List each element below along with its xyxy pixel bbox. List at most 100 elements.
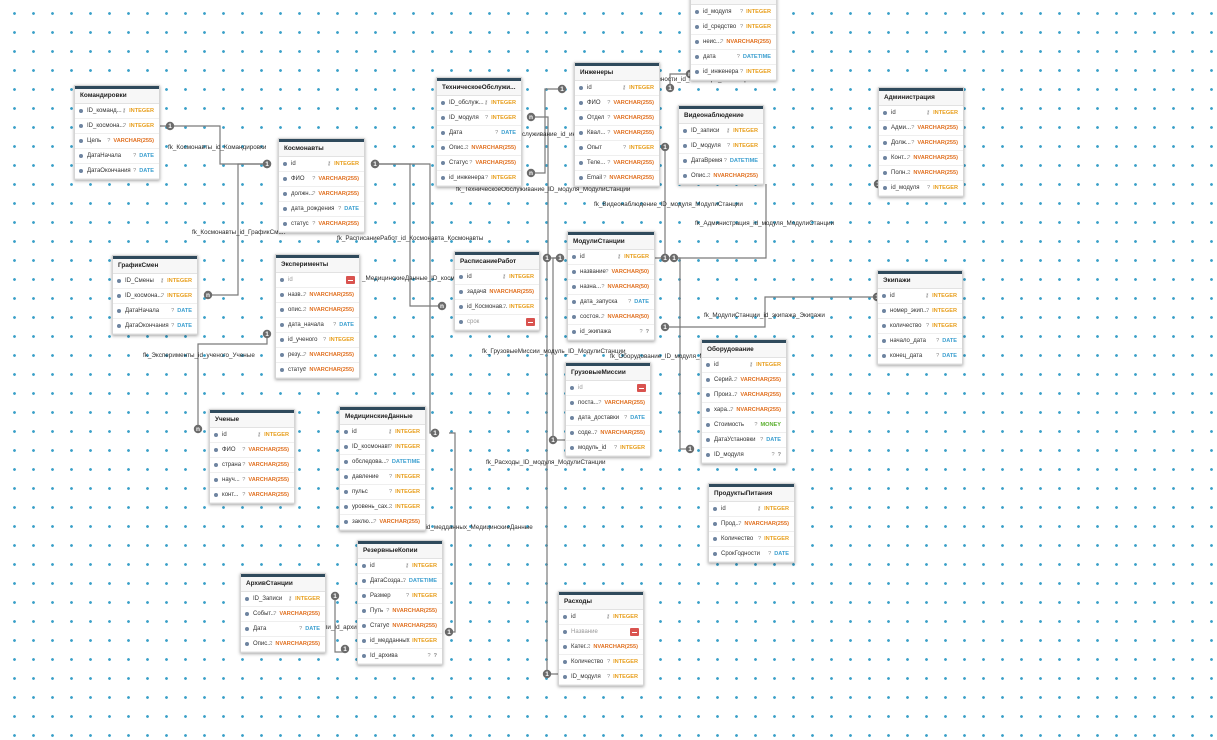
column-row[interactable]: давление?INTEGER (340, 470, 425, 485)
column-row[interactable]: резу...?NVARCHAR(255) (276, 348, 359, 363)
remove-column-icon[interactable] (637, 384, 646, 392)
table-title[interactable] (691, 0, 776, 5)
column-row[interactable]: ID_модуля?INTEGER (437, 111, 521, 126)
column-row[interactable]: Конт...?NVARCHAR(255) (879, 151, 963, 166)
column-row[interactable]: дата_запуска?DATE (568, 295, 654, 310)
column-row[interactable]: ДатаСозда...?DATETIME (358, 574, 442, 589)
table-title[interactable]: ГрузовыеМиссии (566, 363, 650, 381)
column-row[interactable]: Долж...?VARCHAR(255) (879, 136, 963, 151)
column-row[interactable]: id⚷INTEGER (559, 610, 643, 625)
column-row[interactable]: уровень_сах...?INTEGER (340, 500, 425, 515)
column-row[interactable]: id⚷INTEGER (702, 358, 786, 373)
relation-line[interactable] (208, 163, 267, 296)
column-row[interactable]: id_инженера?INTEGER (691, 65, 776, 80)
column-row[interactable]: Статус?VARCHAR(255) (437, 156, 521, 171)
table-title[interactable]: Видеонаблюдение (679, 106, 763, 124)
column-row[interactable]: ID_модуля?INTEGER (559, 670, 643, 685)
column-row[interactable]: статус?VARCHAR(255) (279, 217, 364, 232)
column-row[interactable]: Квал...?VARCHAR(255) (575, 126, 659, 141)
column-row[interactable]: Статус?NVARCHAR(255) (358, 619, 442, 634)
column-row[interactable]: ID_обслуж...⚷INTEGER (437, 96, 521, 111)
column-row[interactable]: начало_дата?DATE (878, 334, 962, 349)
column-row[interactable]: ДатаОкончания?DATE (75, 164, 159, 179)
column-row[interactable]: поста...?VARCHAR(255) (566, 396, 650, 411)
column-row[interactable]: соде...?NVARCHAR(255) (566, 426, 650, 441)
column-row[interactable]: ID_команд...⚷INTEGER (75, 104, 159, 119)
table-title[interactable]: МодулиСтанции (568, 232, 654, 250)
column-row[interactable]: назна...?NVARCHAR(50) (568, 280, 654, 295)
table-title[interactable]: РасписаниеРабот (455, 252, 539, 270)
column-row[interactable]: неис...?NVARCHAR(255) (691, 35, 776, 50)
column-row[interactable]: Цель?VARCHAR(255) (75, 134, 159, 149)
column-row[interactable]: Катег...?NVARCHAR(255) (559, 640, 643, 655)
relation-line[interactable] (449, 432, 456, 633)
column-row[interactable]: id (566, 381, 650, 396)
column-row[interactable]: ID_модуля?INTEGER (679, 139, 763, 154)
column-row[interactable]: обследова...?DATETIME (340, 455, 425, 470)
column-row[interactable]: id_модуля?INTEGER (691, 5, 776, 20)
column-row[interactable]: Теле...?VARCHAR(255) (575, 156, 659, 171)
column-row[interactable]: науч...?VARCHAR(255) (210, 473, 294, 488)
table-title[interactable]: АрхивСтанции (241, 574, 325, 592)
remove-column-icon[interactable] (346, 276, 355, 284)
relation-line[interactable] (665, 296, 877, 328)
column-row[interactable]: ДатаОкончания?DATE (113, 319, 197, 334)
table-title[interactable]: Администрация (879, 88, 963, 106)
column-row[interactable]: Опис...?NVARCHAR(255) (679, 169, 763, 184)
column-row[interactable]: Серий...?VARCHAR(255) (702, 373, 786, 388)
column-row[interactable]: id⚷INTEGER (878, 289, 962, 304)
column-row[interactable]: ДатаНачала?DATE (75, 149, 159, 164)
column-row[interactable]: номер_экип...?INTEGER (878, 304, 962, 319)
column-row[interactable]: id_ученого?INTEGER (276, 333, 359, 348)
relation-line[interactable] (197, 334, 268, 432)
column-row[interactable]: статус?NVARCHAR(255) (276, 363, 359, 378)
column-row[interactable]: Email?NVARCHAR(255) (575, 171, 659, 186)
column-row[interactable]: id⚷INTEGER (279, 157, 364, 172)
column-row[interactable]: Размер?INTEGER (358, 589, 442, 604)
relation-line[interactable] (375, 163, 435, 434)
column-row[interactable]: Id_архива?? (358, 649, 442, 664)
column-row[interactable]: id⚷INTEGER (575, 81, 659, 96)
relation-line[interactable] (334, 596, 345, 653)
column-row[interactable]: дата_рождения?DATE (279, 202, 364, 217)
column-row[interactable]: хара...?NVARCHAR(255) (702, 403, 786, 418)
table-tehobsluzh[interactable]: ТехническоеОбслужи...ID_обслуж...⚷INTEGE… (436, 77, 522, 187)
table-title[interactable]: Расходы (559, 592, 643, 610)
column-row[interactable]: Опис...?NVARCHAR(255) (241, 637, 325, 652)
table-title[interactable]: Космонавты (279, 139, 364, 157)
table-title[interactable]: Ученые (210, 410, 294, 428)
column-row[interactable]: ФИО?VARCHAR(255) (210, 443, 294, 458)
column-row[interactable]: Полн...?NVARCHAR(255) (879, 166, 963, 181)
remove-column-icon[interactable] (526, 318, 535, 326)
remove-column-icon[interactable] (630, 628, 639, 636)
column-row[interactable]: ФИО?VARCHAR(255) (279, 172, 364, 187)
table-title[interactable]: Оборудование (702, 340, 786, 358)
column-row[interactable]: id_инженера?INTEGER (437, 171, 521, 186)
column-row[interactable]: дата_доставки?DATE (566, 411, 650, 426)
table-title[interactable]: Командировки (75, 86, 159, 104)
relation-line[interactable] (669, 73, 690, 88)
column-row[interactable]: дата?DATETIME (691, 50, 776, 65)
column-row[interactable]: назв...?NVARCHAR(255) (276, 288, 359, 303)
column-row[interactable]: состоя...?NVARCHAR(50) (568, 310, 654, 325)
column-row[interactable]: задача?NVARCHAR(255) (455, 285, 539, 300)
column-row[interactable]: Путь?NVARCHAR(255) (358, 604, 442, 619)
column-row[interactable]: id_средство?INTEGER (691, 20, 776, 35)
column-row[interactable]: id_модуля?INTEGER (879, 181, 963, 196)
table-title[interactable]: Экипажи (878, 271, 962, 289)
column-row[interactable]: id_медданных?INTEGER (358, 634, 442, 649)
column-row[interactable]: СрокГодности?DATE (709, 547, 794, 562)
column-row[interactable]: Опис...?NVARCHAR(255) (437, 141, 521, 156)
